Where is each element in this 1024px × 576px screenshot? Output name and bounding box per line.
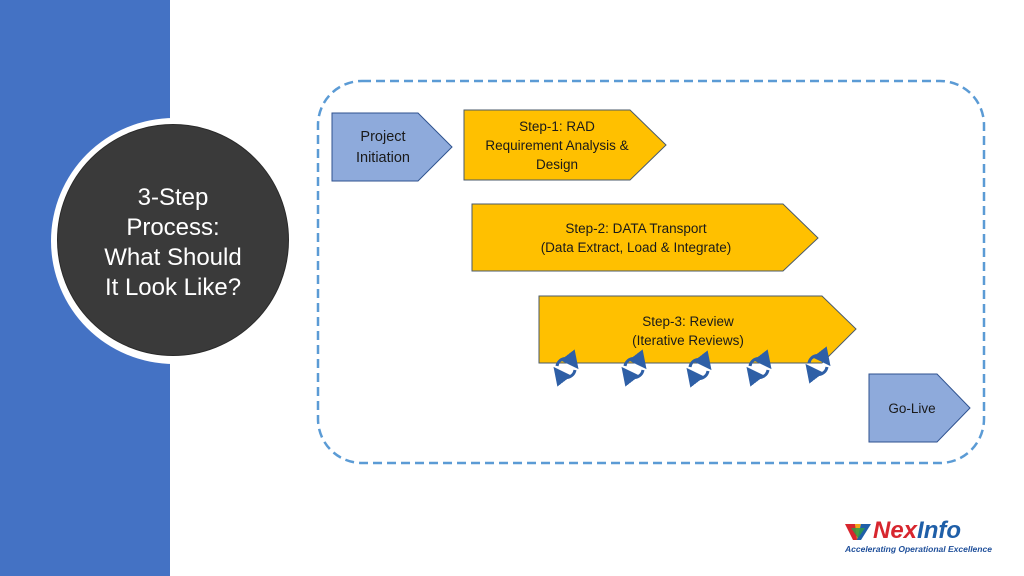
step1-label-3: Design — [536, 157, 578, 172]
cycle-icon — [746, 349, 772, 387]
cycle-icon — [621, 349, 647, 387]
cycle-icon — [686, 350, 712, 388]
step2-label-2: (Data Extract, Load & Integrate) — [541, 240, 732, 255]
step3-label-1: Step-3: Review — [642, 314, 734, 329]
logo-mark-icon — [845, 524, 871, 540]
step3-label-2: (Iterative Reviews) — [632, 333, 744, 348]
logo-info: Info — [917, 517, 962, 544]
slide-title: 3-Step Process: What Should It Look Like… — [104, 184, 242, 301]
go-live-arrow: Go-Live — [868, 373, 971, 443]
cycle-icon — [805, 346, 831, 384]
step2-arrow: Step-2: DATA Transport (Data Extract, Lo… — [471, 203, 819, 272]
cycle-icon — [553, 349, 579, 387]
step1-label-1: Step-1: RAD — [519, 119, 595, 134]
process-container — [316, 79, 986, 465]
project-initiation-label-1: Project — [360, 129, 405, 145]
go-live-label: Go-Live — [888, 401, 935, 416]
title-circle: 3-Step Process: What Should It Look Like… — [57, 124, 289, 356]
step3-arrow: Step-3: Review (Iterative Reviews) — [538, 295, 857, 364]
project-initiation-label-2: Initiation — [356, 150, 410, 166]
logo-wordmark: NexInfo — [873, 518, 961, 544]
project-initiation-arrow: Project Initiation — [331, 112, 453, 182]
logo-nex: Nex — [873, 517, 918, 544]
nexinfo-logo: NexInfo Accelerating Operational Excelle… — [845, 518, 995, 558]
step1-label-2: Requirement Analysis & — [485, 138, 628, 153]
logo-tagline: Accelerating Operational Excellence — [845, 544, 992, 554]
step2-label-1: Step-2: DATA Transport — [565, 221, 707, 236]
step1-arrow: Step-1: RAD Requirement Analysis & Desig… — [463, 109, 667, 181]
